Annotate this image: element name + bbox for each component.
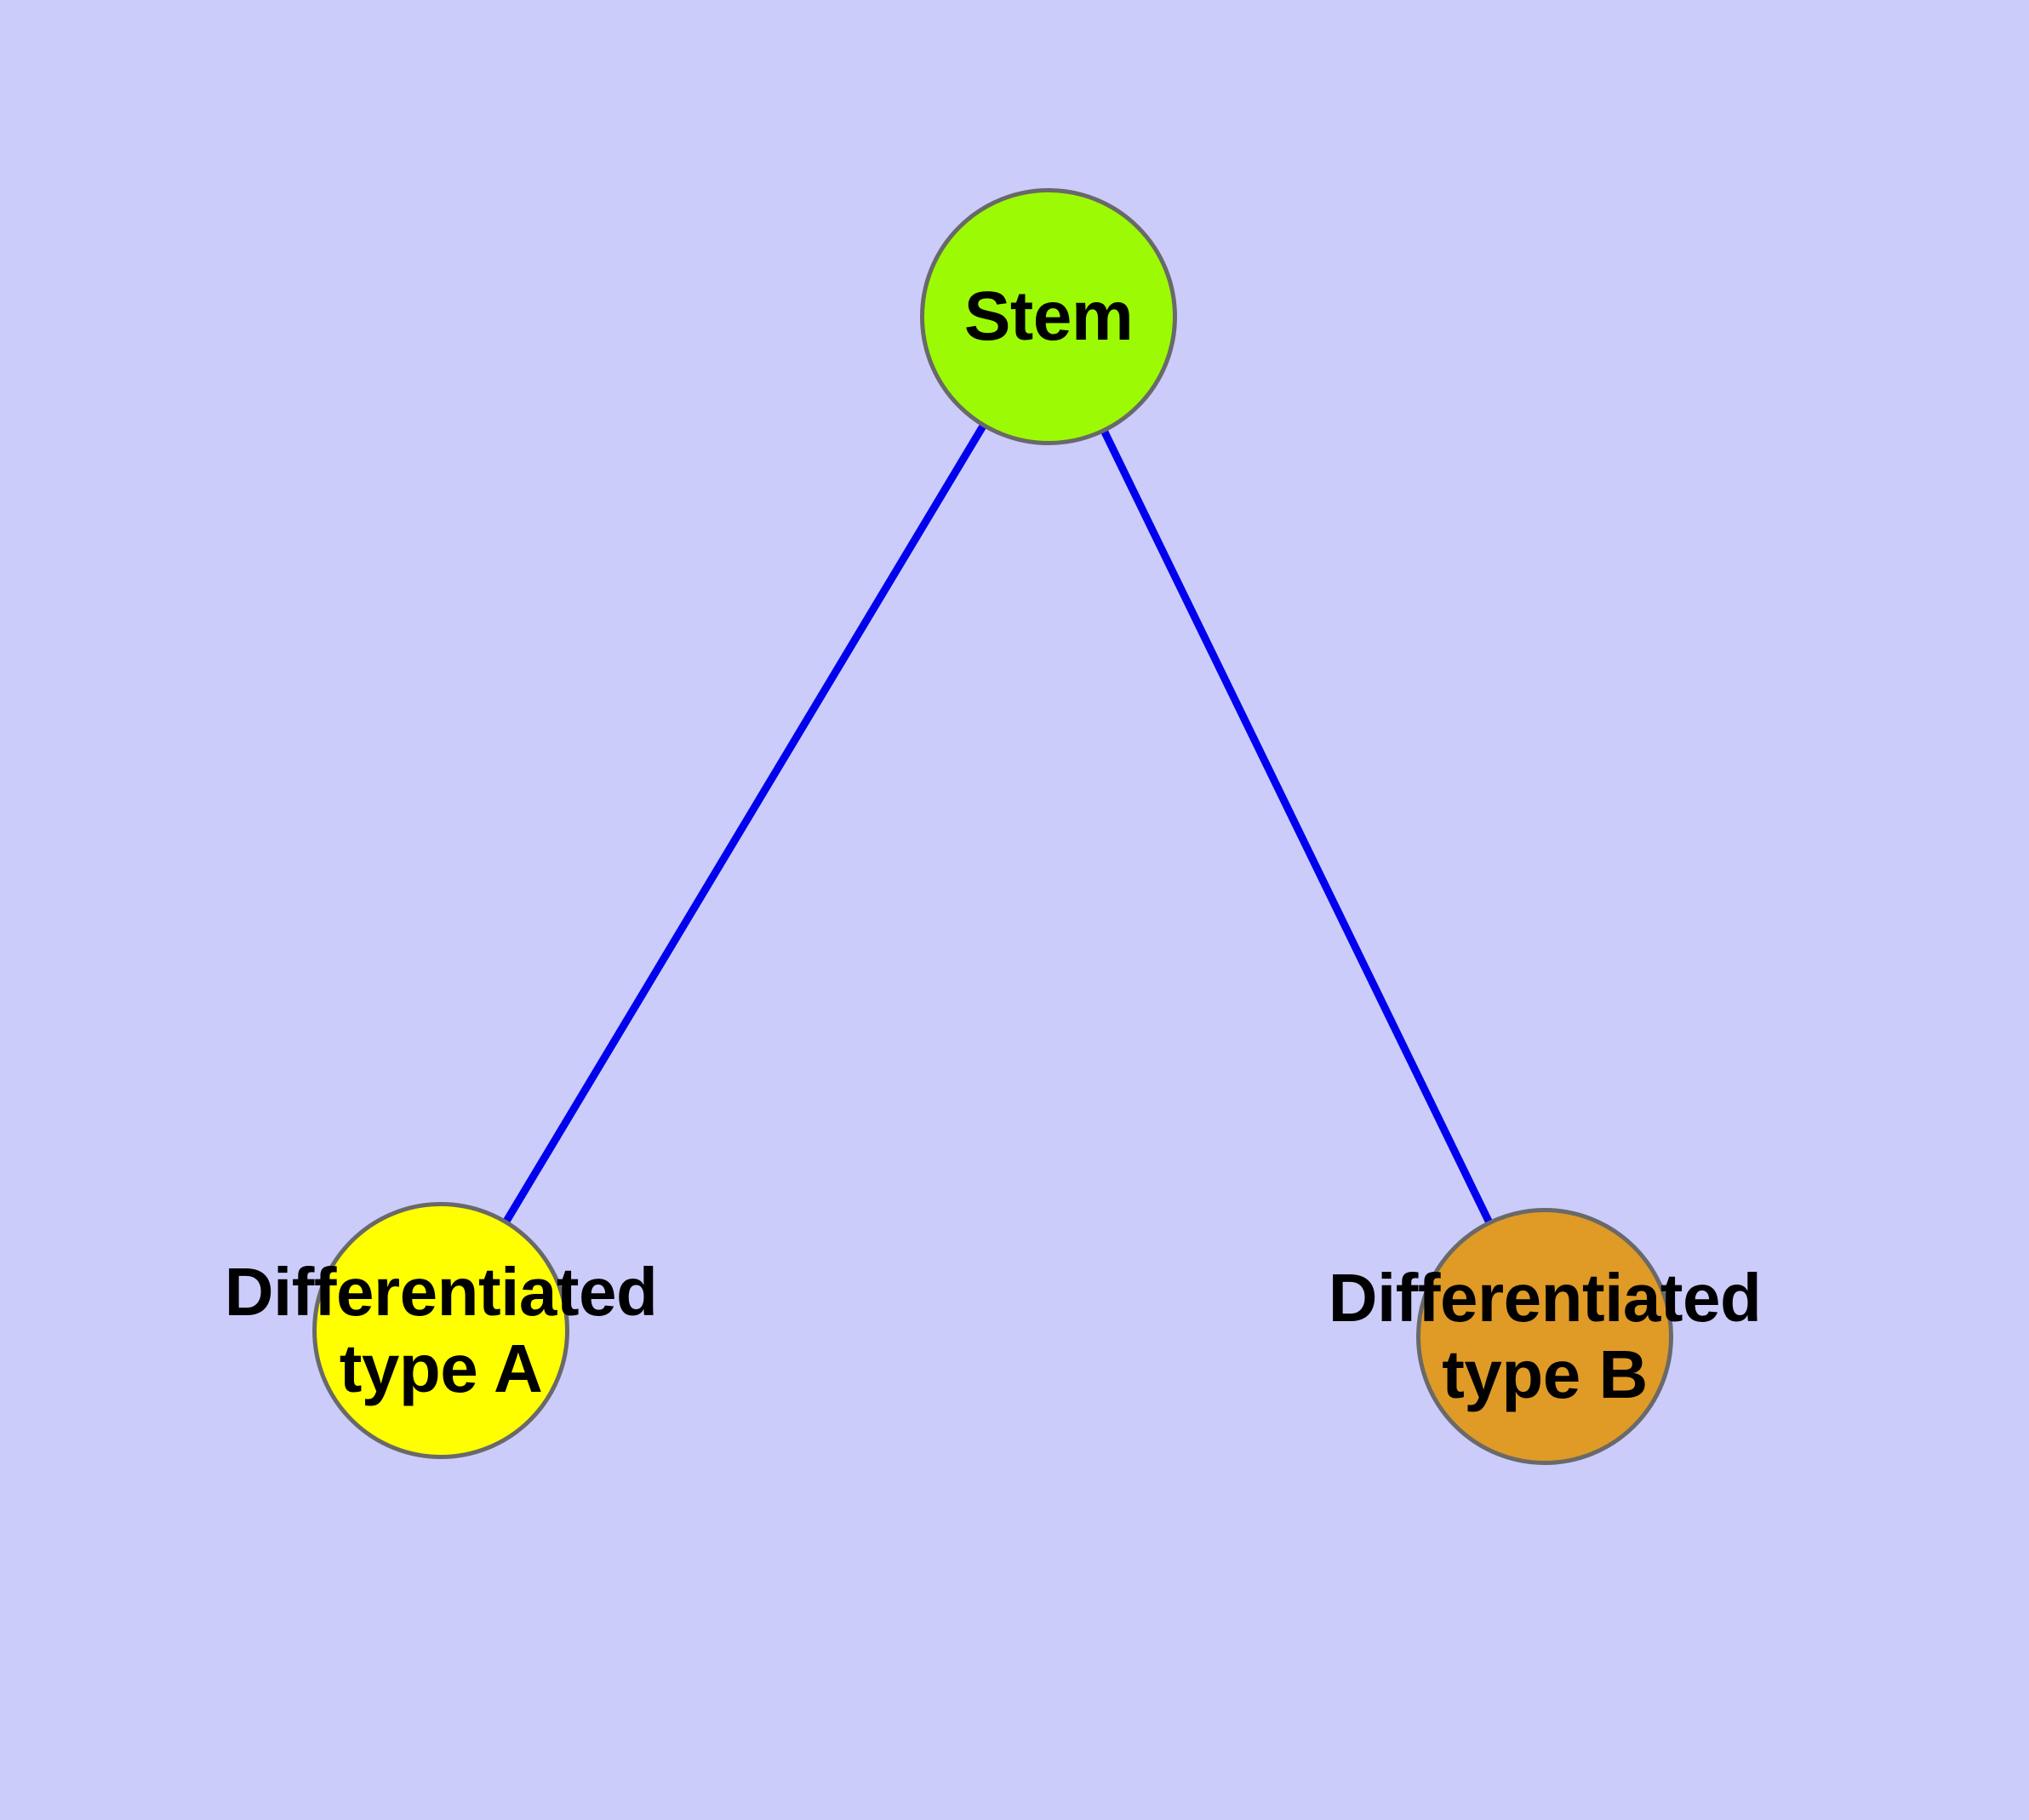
edge-stem-to-diff-b bbox=[1044, 315, 1549, 1338]
node-stem[interactable]: Stem bbox=[920, 188, 1177, 445]
node-differentiated-type-a-label: Differentiated type A bbox=[224, 1254, 658, 1406]
node-differentiated-type-b-label: Differentiated type B bbox=[1328, 1260, 1762, 1412]
node-differentiated-type-a-circle bbox=[312, 1202, 569, 1459]
node-stem-circle bbox=[920, 188, 1177, 445]
node-stem-label: Stem bbox=[963, 278, 1134, 356]
node-differentiated-type-a[interactable]: Differentiated type A bbox=[225, 1202, 658, 1459]
edge-stem-to-diff-a bbox=[437, 314, 1052, 1333]
node-differentiated-type-b[interactable]: Differentiated type B bbox=[1329, 1208, 1762, 1465]
node-differentiated-type-b-circle bbox=[1416, 1208, 1673, 1465]
